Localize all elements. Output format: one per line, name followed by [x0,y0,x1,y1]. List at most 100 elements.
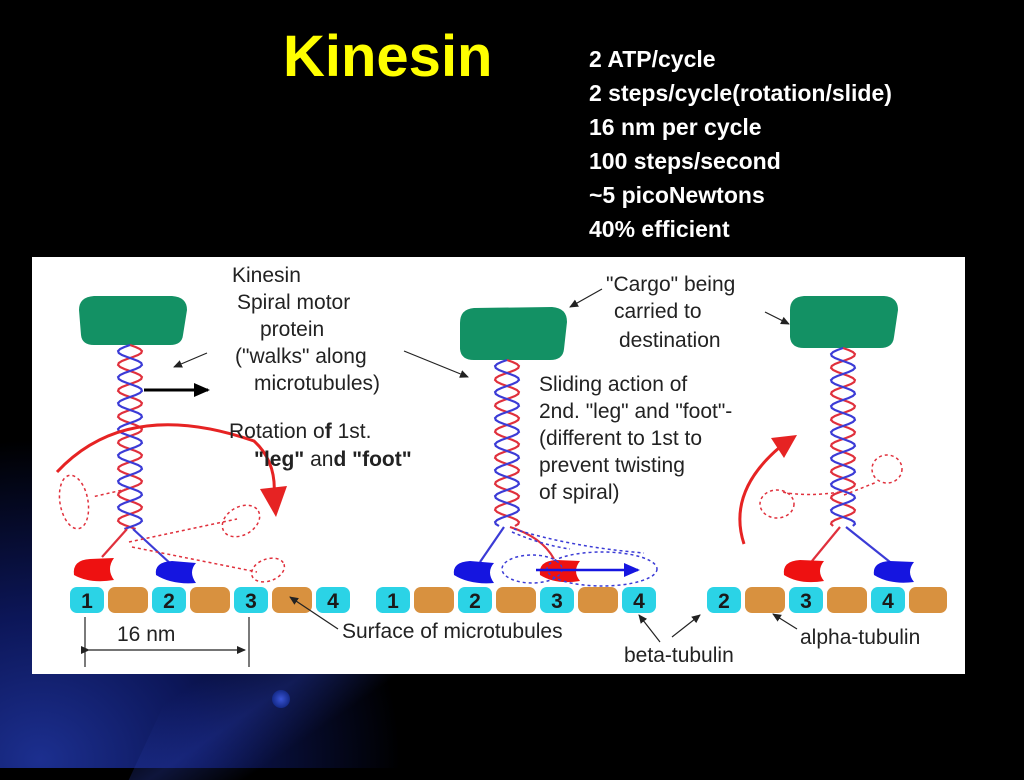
beta-tubulin-block [540,587,574,613]
kinesin-label-line: Kinesin [232,264,301,287]
kinesin-diagram: 1 2 3 4 1 2 3 4 2 3 4 [55,264,947,667]
cargo-label-line: "Cargo" being [606,273,735,296]
leg-red [811,526,841,562]
tubulin-number: 4 [882,590,894,613]
tubulin-number: 2 [469,590,481,613]
leg-red [101,528,128,558]
surface-label: Surface of microtubules [342,620,563,643]
kinesin-left [55,296,287,584]
helix-strand-blue [493,358,521,527]
kinesin-pointer-left [173,352,208,368]
alpha-tubulin-block [827,587,867,613]
alpha-tubulin-block [108,587,148,613]
microtubule-right: 2 3 4 [707,587,947,613]
kinesin-diagram-panel: 1 2 3 4 1 2 3 4 2 3 4 [32,257,965,674]
rotation-arrow-head [260,486,287,517]
alpha-tubulin-block [578,587,618,613]
alpha-tubulin-block [272,587,312,613]
sliding-label: Sliding action of 2nd. "leg" and "foot"-… [539,373,732,504]
helix-strand-blue [829,346,857,527]
rotation-text-part: f [325,420,333,443]
beta-tubulin-block [152,587,186,613]
fact-steps: 2 steps/cycle(rotation/slide) [589,80,892,106]
kinesin-middle [453,307,658,587]
sliding-label-line: 2nd. "leg" and "foot"- [539,400,732,423]
beta-tubulin-block [789,587,823,613]
cargo-block [460,307,567,360]
fact-distance: 16 nm per cycle [589,114,762,140]
fact-atp: 2 ATP/cycle [589,46,716,72]
sliding-label-line: of spiral) [539,481,620,504]
ghost-foot [250,557,286,583]
ghost-foot [221,504,261,538]
cargo-pointer-left [569,288,603,308]
alpha-tubulin-block [745,587,785,613]
rotation-text-part: "foot" [346,448,411,471]
helix-strand-red [116,343,144,531]
rotation-label-line: "leg" and "foot" [254,448,412,471]
leg-blue [132,528,173,566]
cargo-label-line: carried to [614,300,702,323]
kinesin-label: Kinesin Spiral motor protein ("walks" al… [232,264,380,395]
tubulin-number: 2 [163,590,175,613]
ghost-leg [131,546,258,573]
beta-tubulin-block [234,587,268,613]
rotation-arrow-head [771,435,797,458]
rotation-text-part: an [304,448,333,471]
beta-tubulin-label: beta-tubulin [624,644,734,667]
alpha-pointer [772,613,798,630]
background-orb [272,690,290,708]
fact-speed: 100 steps/second [589,148,781,174]
beta-tubulin-block [871,587,905,613]
facts-list: 2 ATP/cycle 2 steps/cycle(rotation/slide… [589,42,892,246]
beta-tubulin-block [316,587,350,613]
ghost-leg [128,518,238,543]
microtubule-left: 1 2 3 4 [70,587,350,613]
tubulin-number: 2 [718,590,730,613]
beta-tubulin-block [622,587,656,613]
alpha-tubulin-block [190,587,230,613]
kinesin-label-line: protein [260,318,324,341]
kinesin-label-line: microtubules) [254,372,380,395]
sliding-label-line: (different to 1st to [539,427,702,450]
alpha-tubulin-block [909,587,947,613]
leg-red [509,525,555,560]
tubulin-number: 4 [633,590,645,613]
cargo-pointer-right [764,311,790,325]
slide-title: Kinesin [283,24,493,89]
microtubule-middle: 1 2 3 4 [376,587,656,613]
rotation-arrow [55,423,276,498]
ghost-foot [58,474,90,530]
foot-blue [155,561,196,584]
beta-tubulin-block [70,587,104,613]
tubulin-number: 4 [327,590,339,613]
tubulin-number: 1 [387,590,399,613]
fact-force: ~5 picoNewtons [589,182,765,208]
kinesin-pointer-middle [403,350,469,378]
rotation-label-line: Rotation of 1st. [229,420,371,443]
beta-tubulin-block [707,587,741,613]
rotation-text-part: 1st. [332,420,372,443]
rotation-text-part: "leg" [254,448,304,471]
ghost-leg [511,531,571,550]
beta-pointer-left [638,614,661,643]
alpha-tubulin-label: alpha-tubulin [800,626,920,649]
helix-strand-red [829,346,857,527]
tubulin-number: 3 [551,590,563,613]
foot-red [73,558,114,582]
beta-pointer-right [671,614,701,638]
helix-strand-red [493,358,521,527]
cargo-label-line: destination [619,329,721,352]
helix-strand-blue [116,343,144,531]
foot-blue [453,561,494,584]
rotation-arrow [738,445,781,545]
fact-efficiency: 40% efficient [589,216,730,242]
beta-tubulin-block [376,587,410,613]
ghost-leg [781,491,841,496]
cargo-block [79,296,187,345]
kinesin-label-line: ("walks" along [235,345,367,368]
sliding-label-line: Sliding action of [539,373,687,396]
surface-pointer [289,596,339,630]
tubulin-number: 3 [800,590,812,613]
tubulin-number: 1 [81,590,93,613]
